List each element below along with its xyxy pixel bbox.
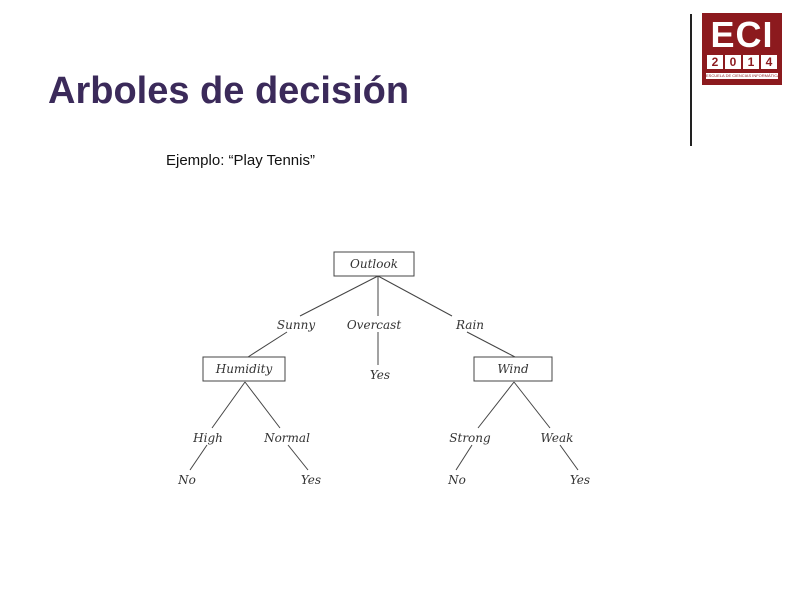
- edge-line: [559, 444, 579, 471]
- edge-line: [244, 381, 281, 429]
- edge-line: [466, 331, 516, 358]
- branch-label-rain: Rain: [455, 318, 484, 332]
- edge-line: [211, 381, 246, 429]
- branch-label-strong: Strong: [449, 431, 491, 445]
- edge-line: [377, 275, 453, 317]
- node-box: [202, 356, 286, 382]
- leaf-label-strong-no: No: [447, 473, 466, 487]
- edge-line: [247, 331, 288, 358]
- logo-year-digit: 1: [743, 55, 759, 69]
- eci-logo: ECI 2 0 1 4 ESCUELA DE CIENCIAS INFORMÁT…: [702, 13, 782, 85]
- branch-label-sunny: Sunny: [277, 318, 315, 332]
- logo-year: 2 0 1 4: [702, 55, 782, 69]
- node-box: [333, 251, 415, 277]
- branch-label-normal: Normal: [263, 431, 310, 445]
- logo-year-digit: 4: [761, 55, 777, 69]
- edge-line: [477, 381, 515, 429]
- logo-wordmark: ECI: [710, 14, 774, 55]
- node-label-humidity: Humidity: [215, 362, 273, 376]
- edge-line: [299, 275, 379, 317]
- edge-line: [287, 444, 309, 471]
- branch-label-overcast: Overcast: [347, 318, 401, 332]
- leaf-label-high-no: No: [177, 473, 196, 487]
- logo-tagline: ESCUELA DE CIENCIAS INFORMÁTICAS: [706, 73, 778, 79]
- branch-label-high: High: [192, 431, 223, 445]
- branch-label-weak: Weak: [541, 431, 574, 445]
- slide-subtitle: Ejemplo: “Play Tennis”: [166, 152, 315, 169]
- slide-title: Arboles de decisión: [48, 70, 410, 112]
- leaf-label-weak-yes: Yes: [570, 473, 590, 487]
- leaf-label-overcast-yes: Yes: [370, 368, 390, 382]
- header-divider: [690, 14, 692, 146]
- node-label-outlook: Outlook: [350, 257, 398, 271]
- edge-line: [513, 381, 551, 429]
- node-label-wind: Wind: [497, 362, 529, 376]
- edge-line: [189, 444, 208, 471]
- node-box: [473, 356, 553, 382]
- leaf-label-normal-yes: Yes: [301, 473, 321, 487]
- logo-year-digit: 0: [725, 55, 741, 69]
- edge-line: [455, 444, 473, 471]
- logo-year-digit: 2: [707, 55, 723, 69]
